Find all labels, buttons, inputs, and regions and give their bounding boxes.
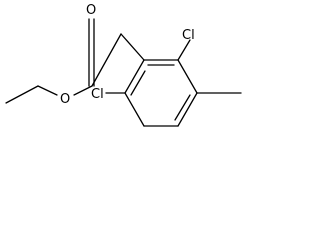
bond-methyl-ch2 (5, 85, 39, 104)
bond-ch2-oxygen (37, 85, 58, 96)
structural-formula: O O Cl Cl (5, 3, 242, 127)
bond-carbonyl-ch2 (91, 33, 122, 87)
ring-bond-6 (124, 59, 145, 94)
ring-double-bond-left (130, 70, 146, 96)
ring-bond-5 (124, 92, 145, 127)
chlorine-top-label: Cl (182, 28, 195, 43)
bond-ch2-ring (120, 33, 145, 61)
bond-oxygen-carbonyl (73, 85, 93, 96)
ring-bond-3 (177, 92, 198, 127)
ring-bond-2 (177, 59, 198, 94)
carbonyl-oxygen-label: O (86, 3, 96, 18)
ester-oxygen-label: O (60, 92, 70, 107)
ring-double-bond-right (174, 94, 191, 121)
bond-ring-chlorine-top (177, 39, 191, 61)
chlorine-bottom-label: Cl (91, 87, 104, 102)
